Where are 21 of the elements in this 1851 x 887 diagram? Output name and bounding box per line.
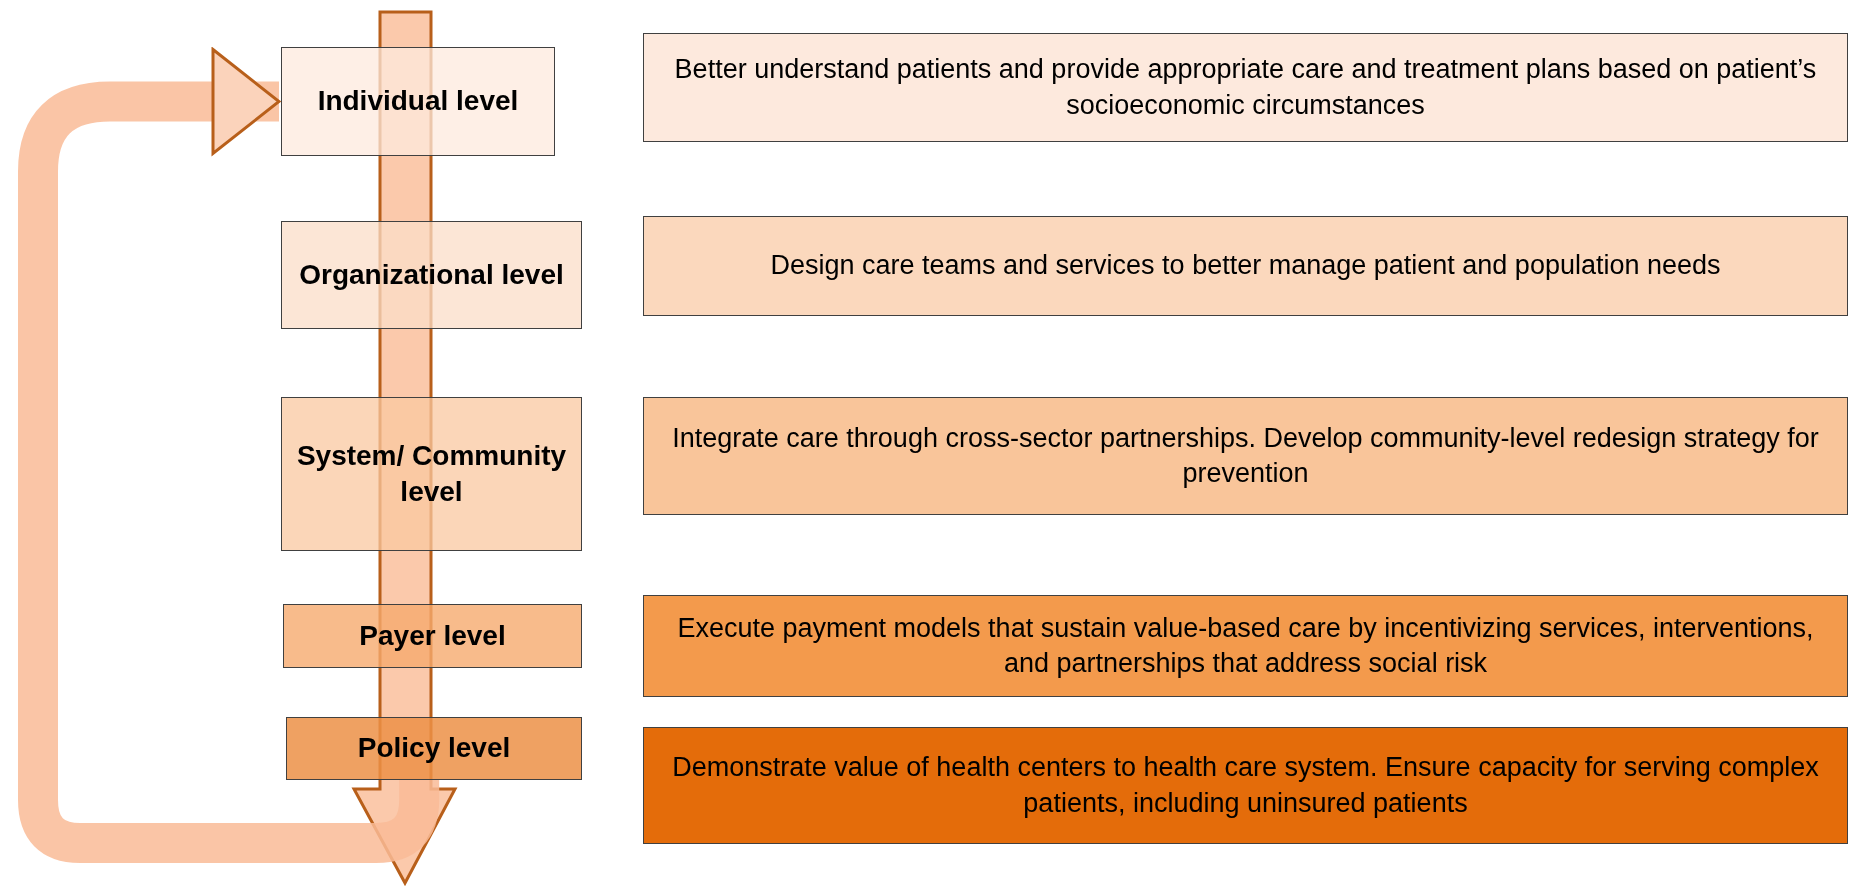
description-text: Demonstrate value of health centers to health care system. Ensure capacity for serving complex patients, including uninsured patients bbox=[671, 751, 1820, 820]
description-text: Better understand patients and provide appropriate care and treatment plans based on patient’s socioeconomic circumstances bbox=[673, 53, 1818, 122]
description-text: Integrate care through cross-sector partnerships. Develop community-level redesign strategy for prevention bbox=[671, 421, 1820, 490]
level-label: Organizational level bbox=[299, 257, 564, 292]
loop-arrow bbox=[18, 48, 440, 863]
description-text: Execute payment models that sustain value-based care by incentivizing services, interventions, and partnerships that address social risk bbox=[676, 611, 1815, 680]
level-box bbox=[281, 397, 582, 551]
description-text: Design care teams and services to better manage patient and population needs bbox=[769, 249, 1722, 283]
description-box bbox=[643, 727, 1848, 844]
level-box bbox=[281, 47, 555, 156]
level-label: Policy level bbox=[357, 731, 511, 766]
level-label: System/ Community level bbox=[295, 438, 568, 509]
description-box bbox=[643, 595, 1848, 697]
level-label: Individual level bbox=[317, 84, 519, 119]
level-box bbox=[281, 221, 582, 329]
description-box bbox=[643, 397, 1848, 515]
description-box bbox=[643, 216, 1848, 316]
level-label: Payer level bbox=[359, 618, 506, 653]
level-box bbox=[283, 604, 582, 668]
description-box bbox=[643, 33, 1848, 142]
level-box bbox=[286, 717, 582, 780]
